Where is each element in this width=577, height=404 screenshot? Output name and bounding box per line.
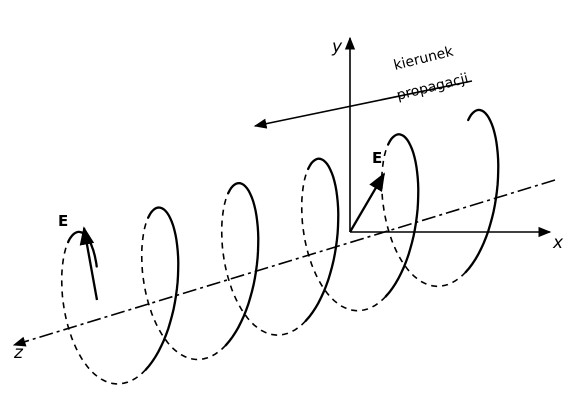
helix-front-arc (384, 133, 420, 298)
e-vector-right-arrow (349, 172, 385, 233)
helix-front-arc (224, 181, 260, 347)
helix-front-arc (144, 206, 180, 371)
propagation-label-line2: propagacji (395, 71, 470, 104)
e-vector-left-label: E (58, 212, 68, 230)
helix-front-arc (67, 230, 98, 268)
helix-solid-strokes (67, 108, 500, 371)
e-vector-right-label: E (372, 149, 382, 167)
helix-front-arc (464, 108, 500, 274)
helix-front-arc (304, 157, 340, 322)
propagation-direction-arrow (253, 80, 473, 129)
x-axis-label: x (552, 233, 564, 253)
helix-back-arc (60, 241, 147, 385)
helix-back-arc (140, 217, 227, 361)
helix-back-arc (300, 168, 387, 312)
z-axis (12, 179, 556, 347)
e-vector-left-arrow (79, 226, 99, 301)
z-axis-label: z (13, 343, 24, 363)
y-axis-label: y (331, 37, 343, 57)
helix-back-arc (380, 144, 467, 288)
propagation-label-line1: kierunek (392, 43, 456, 73)
helix-back-arc (220, 192, 307, 336)
